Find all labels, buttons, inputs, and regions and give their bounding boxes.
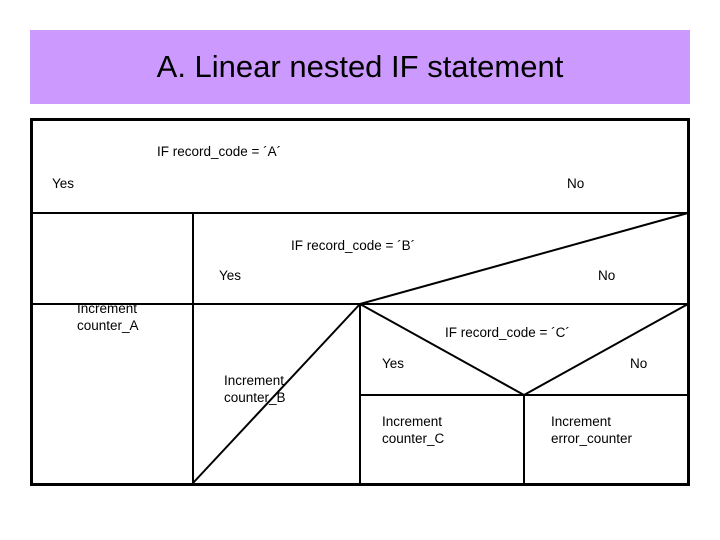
title-banner bbox=[30, 30, 690, 104]
action-counter-a-line2: counter_A bbox=[77, 318, 139, 333]
condition-b-label: IF record_code = ´B´ bbox=[291, 238, 416, 253]
branch-yes-a-label: Yes bbox=[52, 176, 75, 191]
action-counter-c-line2: counter_C bbox=[382, 431, 445, 446]
action-counter-a-line1: Increment bbox=[77, 301, 138, 316]
branch-no-a-label: No bbox=[567, 176, 585, 191]
flowchart-lines bbox=[30, 118, 690, 486]
branch-yes-b-label: Yes bbox=[219, 268, 242, 283]
action-error-counter-line1: Increment bbox=[551, 414, 612, 429]
branch-no-b-label: No bbox=[598, 268, 616, 283]
condition-a-label: IF record_code = ´A´ bbox=[157, 144, 282, 159]
action-counter-b-line1: Increment bbox=[224, 373, 285, 388]
branch-no-c-label: No bbox=[630, 356, 648, 371]
branch-yes-c-label: Yes bbox=[382, 356, 405, 371]
condition-c-label: IF record_code = ´C´ bbox=[445, 325, 570, 340]
action-counter-b-line2: counter_B bbox=[224, 390, 286, 405]
action-counter-c-line1: Increment bbox=[382, 414, 443, 429]
action-error-counter-line2: error_counter bbox=[551, 431, 633, 446]
page-title: A. Linear nested IF statement bbox=[156, 49, 564, 84]
nested-if-flowchart: IF record_code = ´A´ Yes No IF record_co… bbox=[30, 118, 690, 486]
